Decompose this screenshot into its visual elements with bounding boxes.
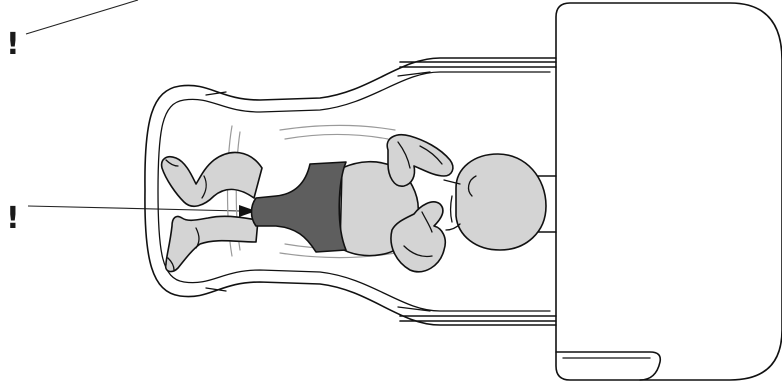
baby-diaper [252,162,347,252]
baby-leg-bottom [166,216,258,271]
callout-top-mark: ! [6,27,20,62]
baby-head [456,154,546,250]
seat-base [556,3,782,380]
baby-leg-top [162,152,262,206]
baby-figure [162,135,546,272]
callout-top-leader [26,0,138,34]
callout-middle-leader [28,206,240,211]
callout-top: ! [6,0,138,62]
baby-arm-top [387,135,453,186]
callout-middle-mark: ! [6,201,20,236]
